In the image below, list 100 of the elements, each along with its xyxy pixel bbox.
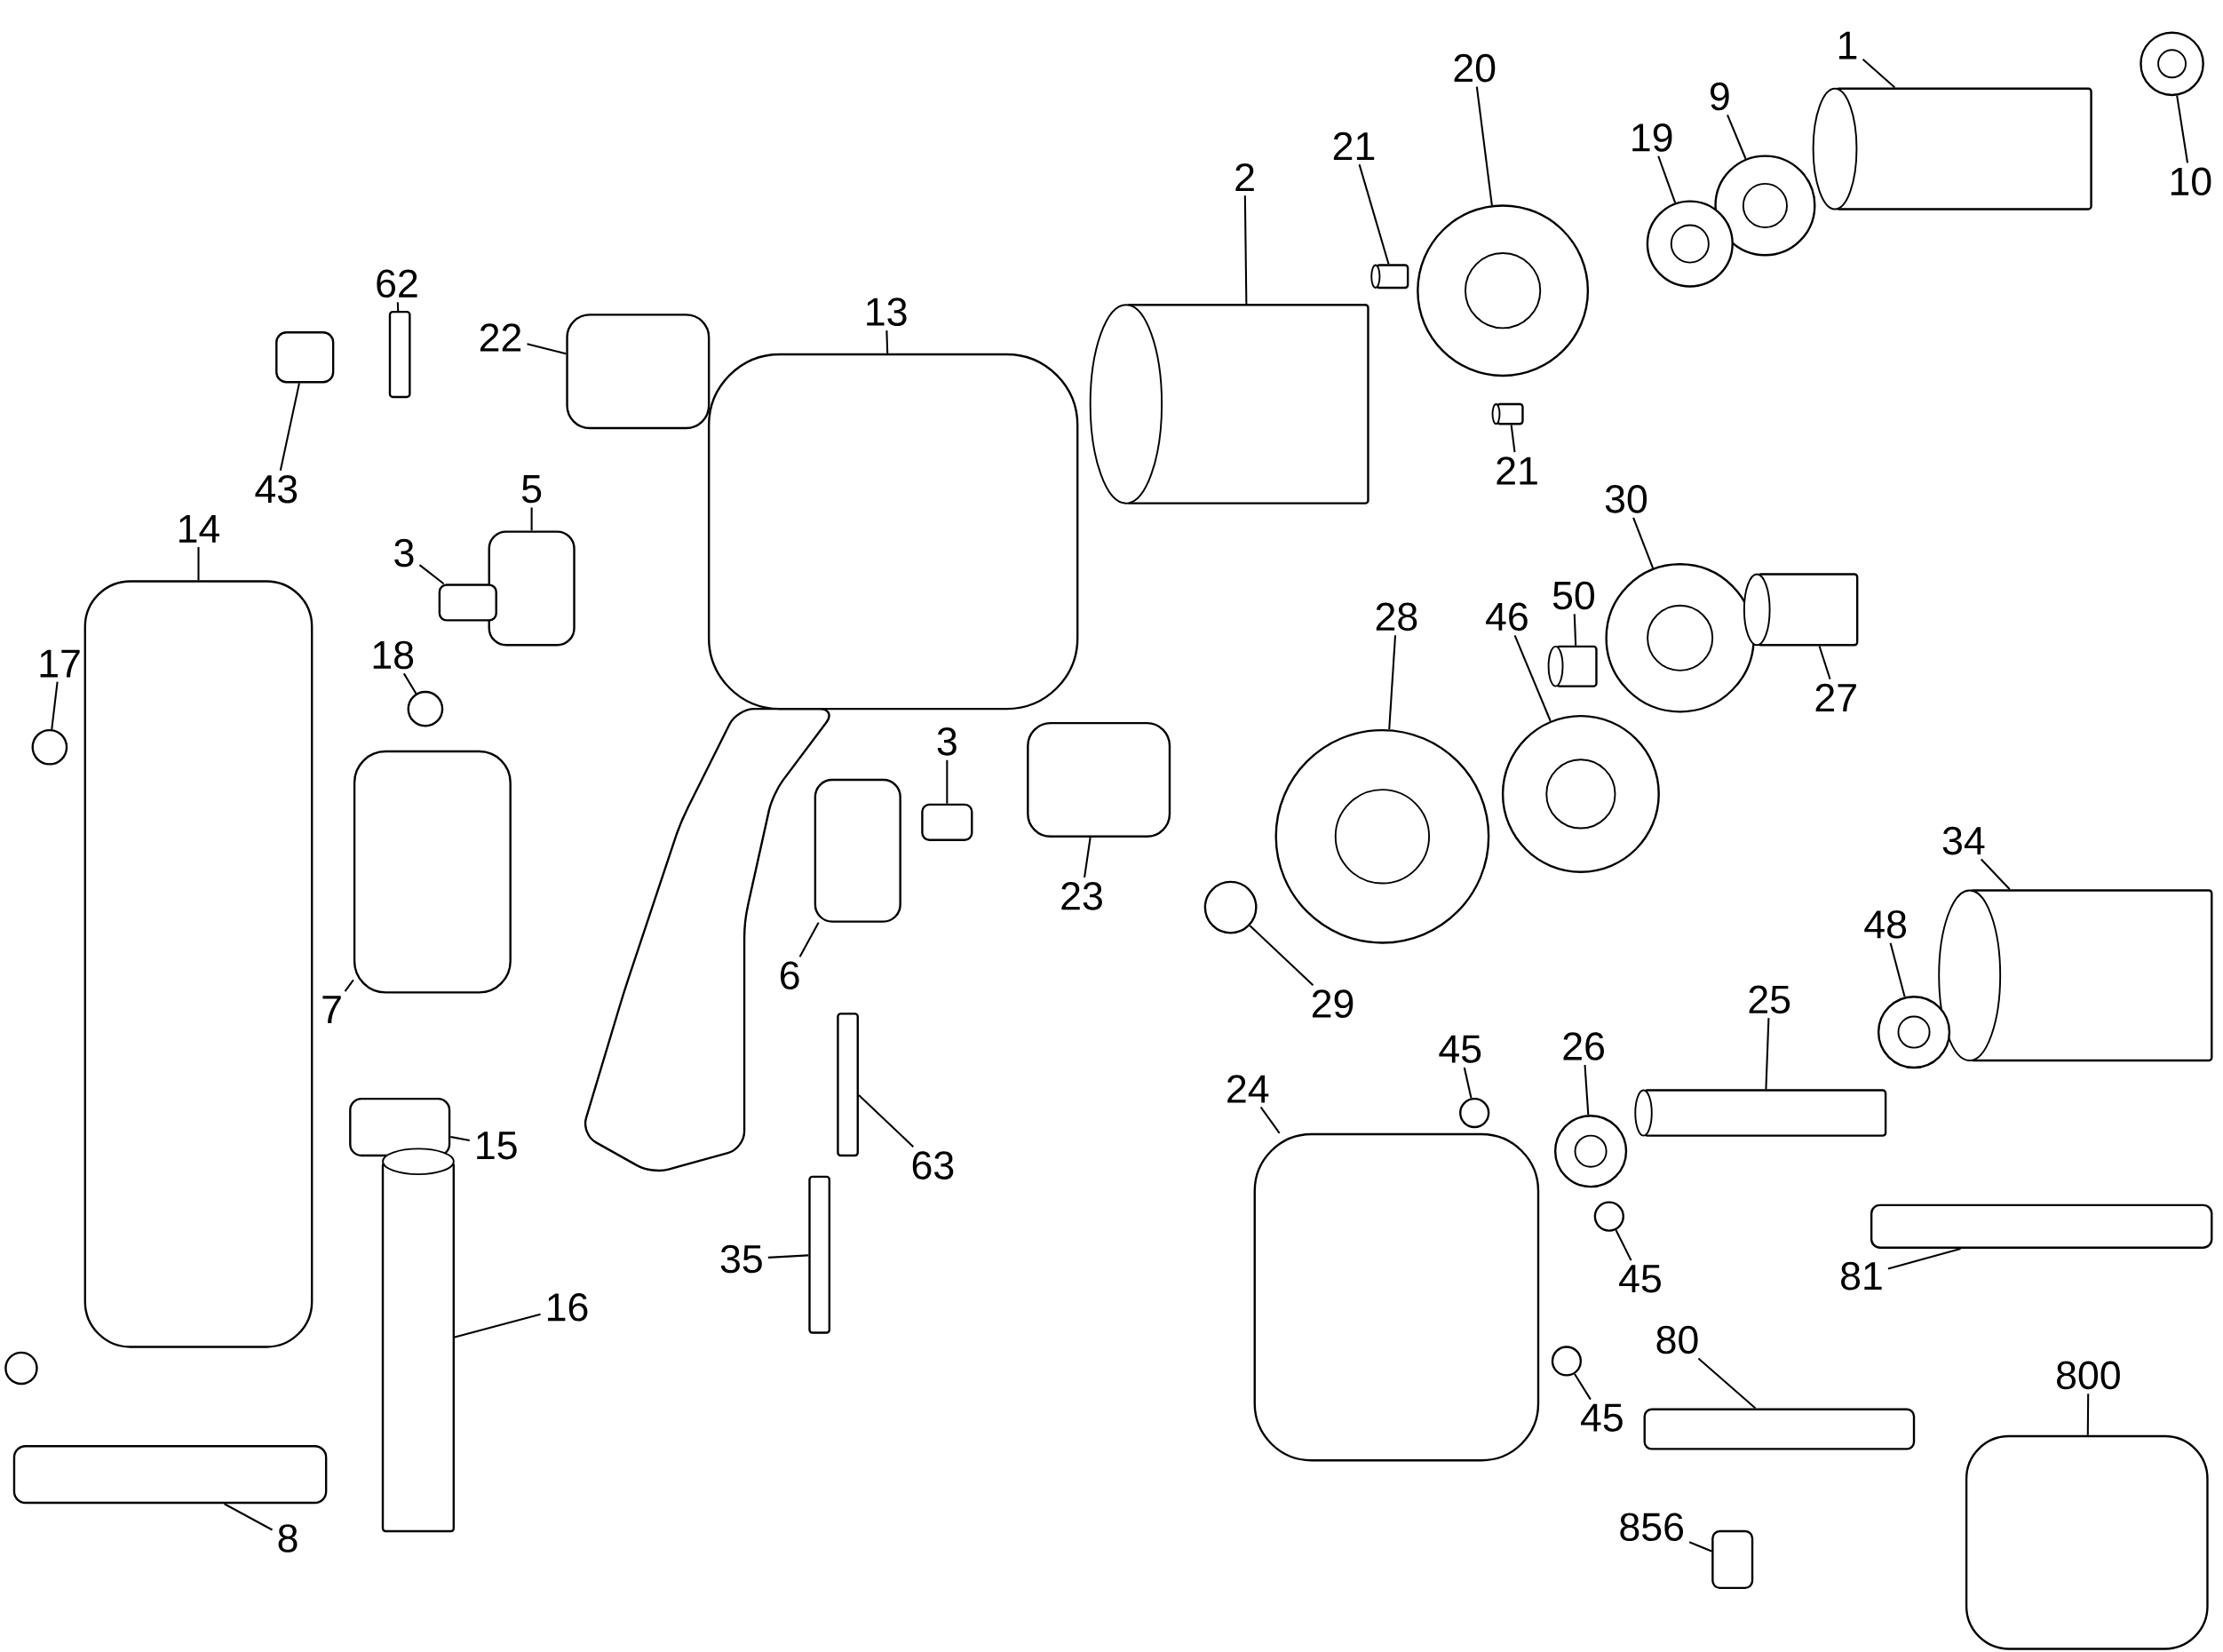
tube-drawing [381, 1148, 456, 1533]
leader-line [396, 302, 400, 312]
strap-drawing [1870, 1203, 2213, 1250]
leader-line [279, 383, 300, 472]
callout-number: 8 [278, 1524, 298, 1553]
leader-line [767, 1254, 809, 1259]
callout-number: 15 [477, 1132, 517, 1160]
leader-line [1388, 635, 1397, 730]
leader-line [1697, 1357, 1757, 1410]
callout-number: 22 [480, 323, 521, 352]
callout-number: 5 [521, 475, 542, 504]
callout-number: 16 [548, 1293, 588, 1322]
callout-number: 18 [373, 640, 414, 670]
brush-holder-drawing [488, 530, 576, 647]
leader-line [2086, 1394, 2090, 1435]
callout-number: 21 [1497, 457, 1537, 485]
leader-line [798, 922, 820, 957]
leader-line [1574, 1373, 1592, 1401]
leader-line [418, 564, 445, 585]
callout-number: 46 [1486, 602, 1528, 631]
leader-line [344, 979, 354, 992]
callout-number: 50 [1552, 581, 1594, 610]
screw-drawing [1593, 1201, 1624, 1232]
leader-line [51, 681, 59, 730]
callout-number: 20 [1454, 53, 1496, 83]
retaining-ring-drawing [1877, 996, 1951, 1069]
callout-number: 2 [1235, 163, 1254, 192]
gear-case-drawing [1274, 729, 1490, 944]
leader-line [530, 507, 533, 531]
leader-line [450, 1136, 470, 1142]
callout-number: 28 [1376, 602, 1417, 631]
callout-number: 48 [1864, 910, 1906, 939]
leader-line [1243, 195, 1248, 305]
callout-number: 25 [1749, 985, 1790, 1014]
leader-line [1887, 1248, 1961, 1270]
callout-number: 17 [40, 649, 80, 678]
leader-line [946, 759, 949, 804]
leader-line [1727, 115, 1747, 160]
leader-line [1688, 1541, 1712, 1553]
field-drawing [1089, 304, 1370, 505]
callout-number: 3 [394, 538, 414, 568]
bearing-drawing [1714, 155, 1816, 257]
screw-drawing [31, 729, 68, 766]
leader-line [197, 547, 200, 581]
screw-drawing [407, 690, 444, 727]
leader-line [1981, 858, 2011, 891]
screw-drawing [1551, 1346, 1583, 1377]
leader-line [885, 330, 889, 354]
leader-line [402, 673, 417, 695]
leader-line [1818, 646, 1831, 680]
gear-drawing [1605, 563, 1755, 713]
leader-line [2176, 95, 2189, 163]
callout-number: 13 [867, 298, 907, 327]
leader-line [1615, 1229, 1632, 1261]
callout-number: 80 [1656, 1325, 1698, 1354]
callout-number: 21 [1333, 131, 1375, 161]
callout-number: 29 [1312, 989, 1354, 1019]
bearing-drawing [1553, 1115, 1628, 1188]
leader-line [1573, 614, 1577, 646]
leader-line [454, 1313, 541, 1338]
leader-line [1862, 59, 1896, 89]
armature-drawing [1812, 87, 2092, 210]
leader-line [1657, 155, 1677, 203]
screw-drawing [1459, 1098, 1490, 1129]
callout-number: 800 [2057, 1361, 2120, 1390]
bearing-drawing [1646, 200, 1734, 288]
callout-number: 6 [781, 961, 799, 990]
callout-number: 26 [1563, 1032, 1604, 1061]
gasket-drawing [1501, 715, 1660, 874]
clip-drawing [1711, 1529, 1754, 1590]
leader-line [1765, 1018, 1770, 1090]
callout-number: 45 [1581, 1403, 1623, 1433]
callout-number: 45 [1619, 1265, 1661, 1293]
chuck-key-drawing [1643, 1408, 1916, 1450]
bushing-drawing [1547, 645, 1598, 687]
callout-number: 30 [1605, 485, 1647, 513]
brush-drawing [438, 584, 497, 622]
callout-number: 81 [1841, 1262, 1882, 1291]
callout-number: 35 [720, 1244, 762, 1274]
callout-number: 9 [1711, 82, 1729, 111]
leader-line [1249, 925, 1314, 987]
sleeve-drawing [1743, 573, 1859, 647]
spindle-drawing [1634, 1089, 1887, 1137]
leader-line [1889, 942, 1906, 997]
leader-line [1358, 163, 1390, 265]
leader-line [527, 343, 567, 355]
callout-number: 19 [1632, 123, 1672, 152]
power-cord-drawing [12, 1445, 328, 1505]
callout-number: 62 [377, 269, 417, 298]
brush-holder-drawing [1417, 204, 1590, 377]
callout-number: 45 [1439, 1035, 1481, 1063]
label-drawing [566, 314, 711, 430]
callout-number: 23 [1061, 882, 1102, 910]
leader-line [1084, 838, 1092, 878]
leader-line [1475, 86, 1493, 206]
label-drawing [1027, 722, 1171, 838]
leader-line [858, 1094, 915, 1148]
callout-number: 43 [255, 475, 298, 504]
gear-case-drawing [1253, 1133, 1540, 1462]
leader-line [1513, 635, 1552, 722]
